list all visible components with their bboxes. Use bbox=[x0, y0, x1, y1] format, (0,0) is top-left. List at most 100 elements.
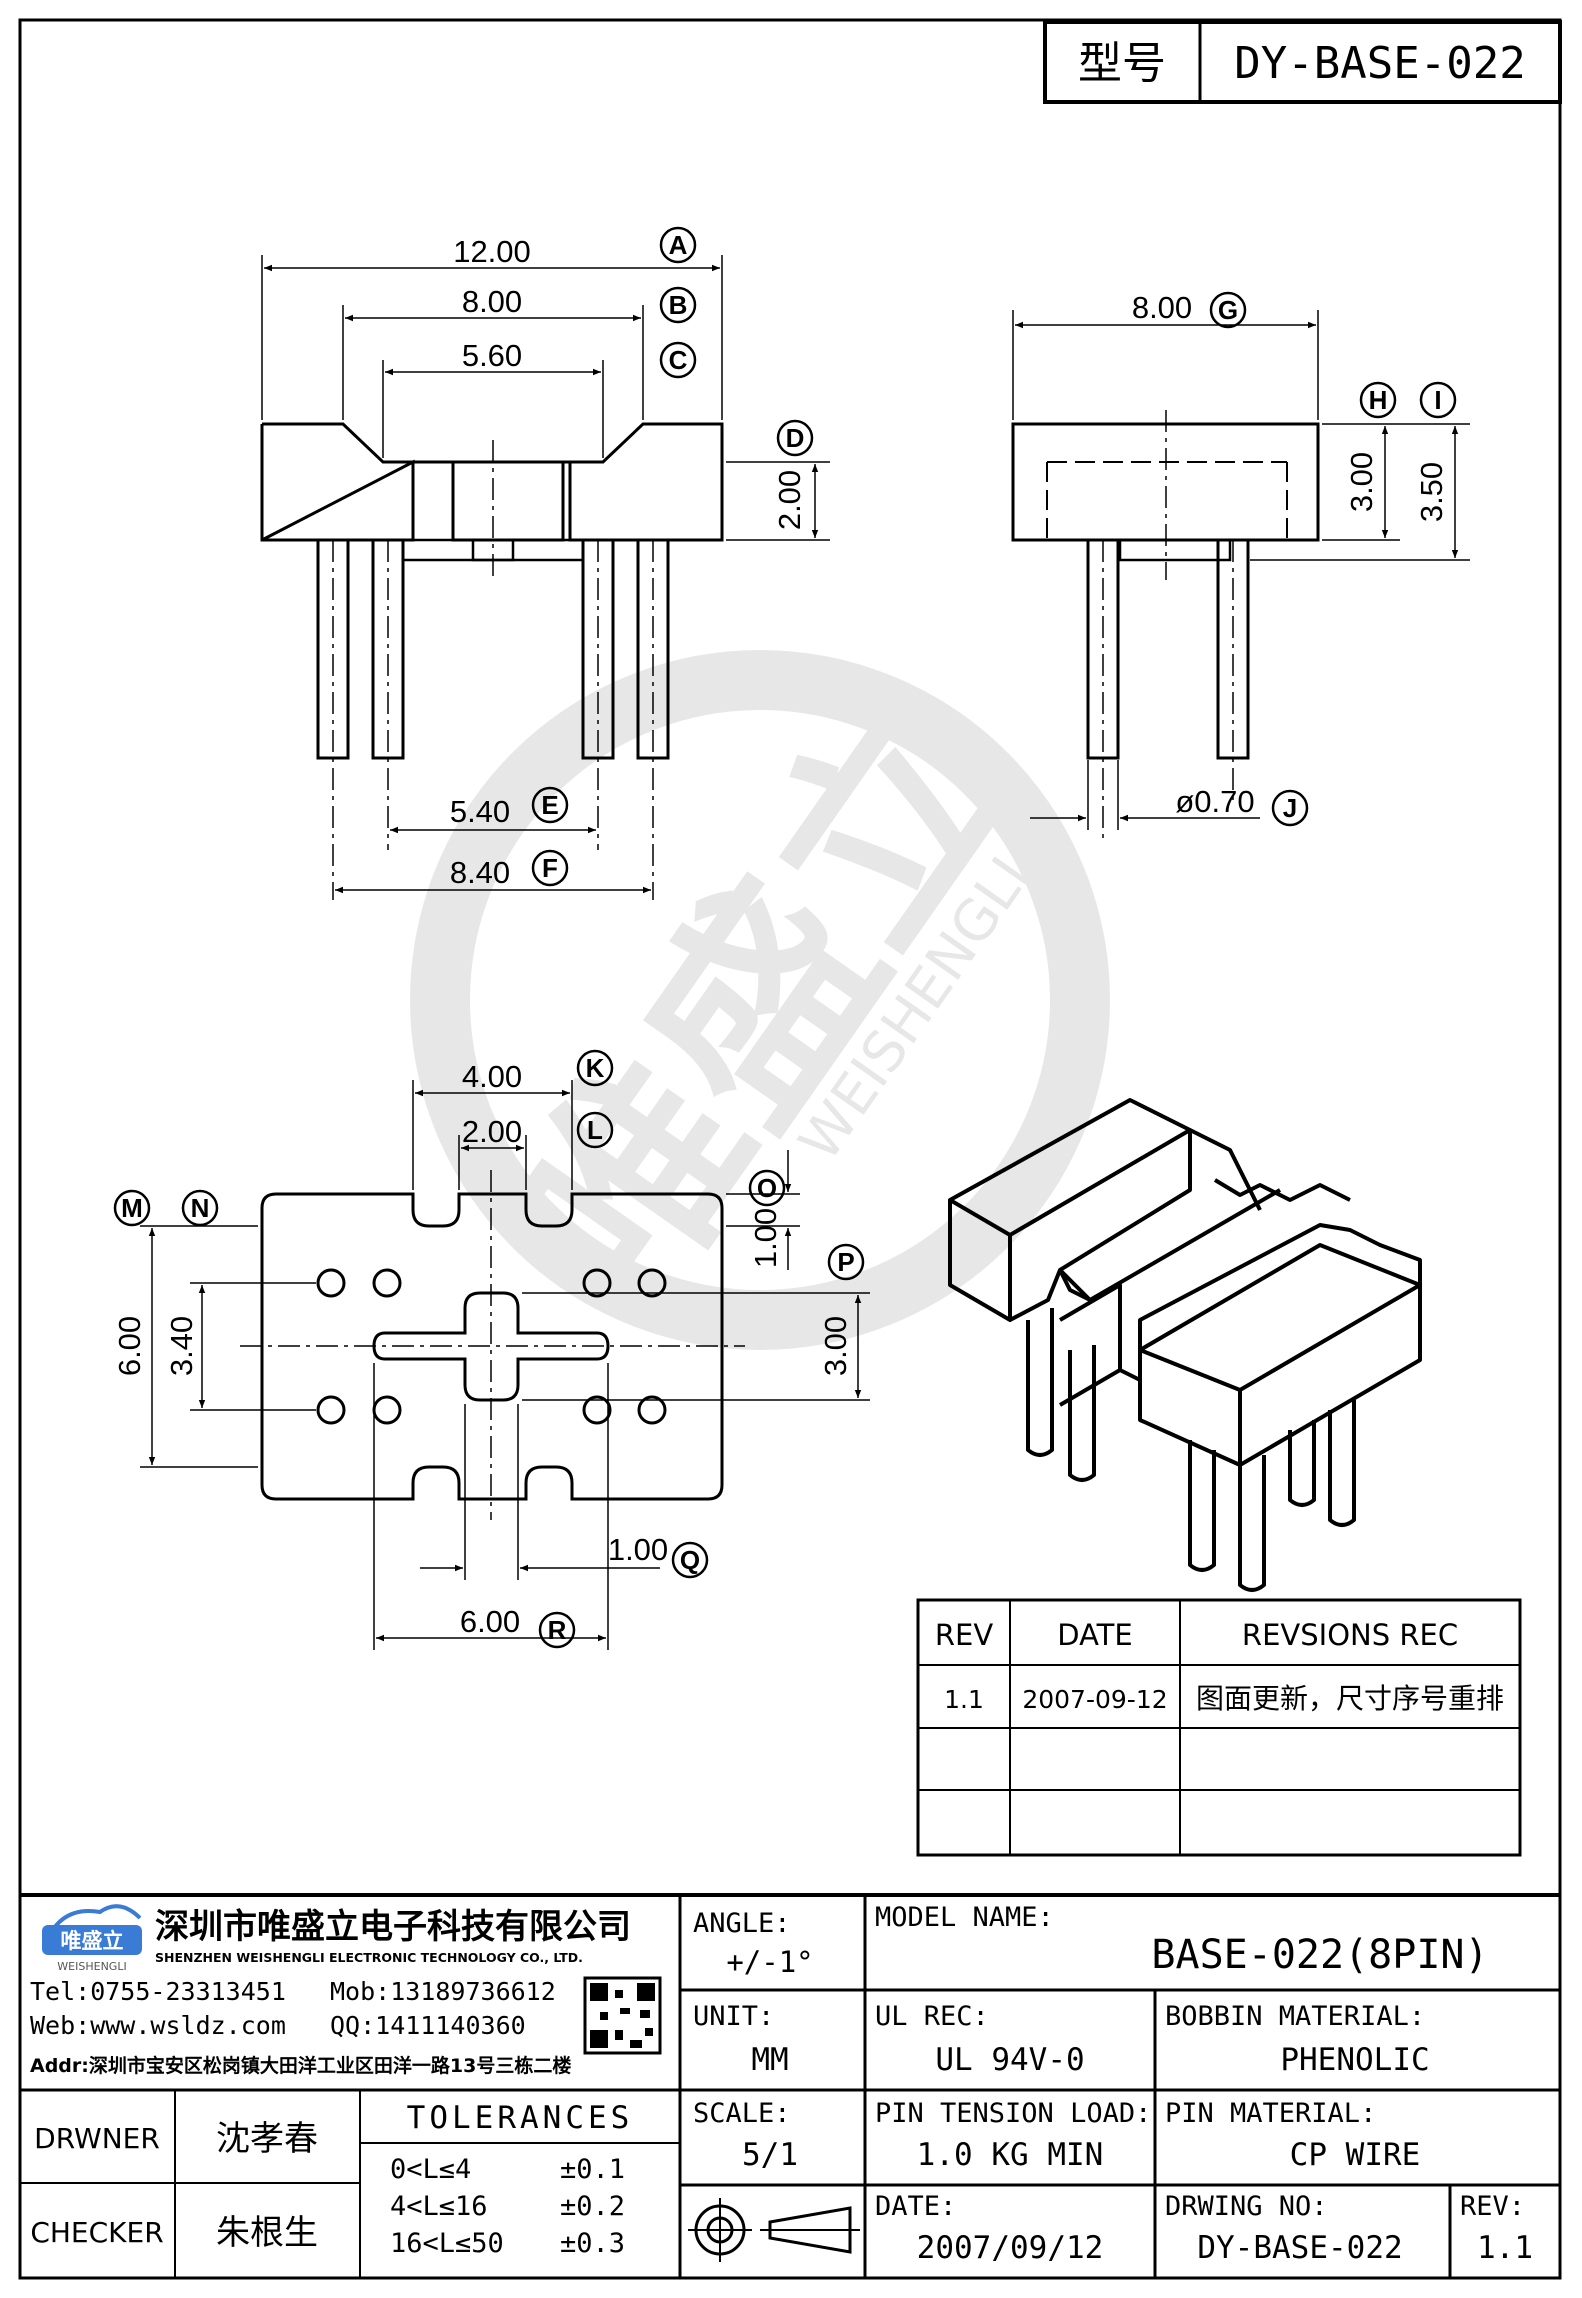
tension-label: PIN TENSION LOAD: bbox=[875, 2098, 1151, 2129]
tol-value-2: ±0.2 bbox=[560, 2191, 625, 2222]
model-number: DY-BASE-022 bbox=[1234, 38, 1525, 89]
dim-l: 2.00 bbox=[462, 1114, 522, 1149]
projection-symbol-icon bbox=[688, 2198, 860, 2262]
side-view-hidden bbox=[1046, 461, 1288, 540]
drwing-no-value: DY-BASE-022 bbox=[1197, 2230, 1402, 2266]
callout-q: Q bbox=[680, 1545, 700, 1575]
checker-label: CHECKER bbox=[30, 2216, 163, 2249]
callout-h: H bbox=[1369, 385, 1388, 415]
callout-k: K bbox=[586, 1053, 605, 1083]
side-view bbox=[1011, 422, 1320, 760]
tol-range-3: 16<L≤50 bbox=[390, 2228, 504, 2259]
callout-b: B bbox=[669, 290, 688, 320]
dim-j: ø0.70 bbox=[1175, 784, 1254, 819]
front-view-dimensions bbox=[261, 255, 830, 894]
callout-d: D bbox=[786, 423, 805, 453]
model-name-label: MODEL NAME: bbox=[875, 1902, 1054, 1933]
company-logo: 唯盛立 WEISHENGLI bbox=[42, 1904, 142, 1973]
dim-b: 8.00 bbox=[462, 284, 522, 319]
bottom-view-dim-text: 4.00 2.00 6.00 3.40 1.00 3.00 1.00 6.00 bbox=[112, 1059, 853, 1639]
front-view-dim-text: 12.00 8.00 5.60 2.00 5.40 8.40 bbox=[450, 234, 807, 890]
company-tel: Tel:0755-23313451 bbox=[30, 1977, 286, 2006]
bottom-view-callout-letters: K L M N O P Q R bbox=[121, 1053, 855, 1645]
revision-table bbox=[916, 1598, 1522, 1857]
date-value: 2007/09/12 bbox=[917, 2230, 1104, 2266]
rev-header-date: DATE bbox=[1057, 1618, 1132, 1652]
bottom-view-dimensions bbox=[140, 1080, 870, 1650]
company-name-en: SHENZHEN WEISHENGLI ELECTRONIC TECHNOLOG… bbox=[155, 1950, 583, 1965]
callout-g: G bbox=[1218, 295, 1238, 325]
revision-table-text: REV DATE REVSIONS REC 1.1 2007-09-12 图面更… bbox=[935, 1618, 1504, 1715]
bobbin-value: PHENOLIC bbox=[1280, 2042, 1429, 2078]
ul-label: UL REC: bbox=[875, 2001, 989, 2032]
qr-code-icon bbox=[583, 1976, 662, 2055]
side-view-callout-letters: G H I J bbox=[1218, 295, 1442, 823]
tol-value-3: ±0.3 bbox=[560, 2228, 625, 2259]
tol-range-2: 4<L≤16 bbox=[390, 2191, 488, 2222]
angle-value: +/-1° bbox=[726, 1945, 813, 1979]
dim-m: 6.00 bbox=[112, 1316, 147, 1376]
side-view-centerlines bbox=[1102, 410, 1234, 840]
callout-o: O bbox=[757, 1173, 777, 1203]
drawer-label: DRWNER bbox=[34, 2122, 160, 2155]
company-name-cn: 深圳市唯盛立电子科技有限公司 bbox=[155, 1907, 631, 1947]
rev-header-rec: REVSIONS REC bbox=[1242, 1618, 1458, 1652]
callout-c: C bbox=[669, 345, 688, 375]
front-view-callouts bbox=[531, 226, 814, 887]
title-block-text: ANGLE: +/-1° MODEL NAME: BASE-022(8PIN) … bbox=[30, 1902, 1533, 2266]
dim-r: 6.00 bbox=[460, 1604, 520, 1639]
front-view-centerlines bbox=[332, 440, 654, 900]
dim-k: 4.00 bbox=[462, 1059, 522, 1094]
title-block-grid bbox=[20, 1893, 1560, 2278]
tol-range-1: 0<L≤4 bbox=[390, 2154, 471, 2185]
company-mob: Mob:13189736612 bbox=[330, 1977, 556, 2006]
bottom-view bbox=[260, 1192, 724, 1501]
callout-l: L bbox=[587, 1115, 603, 1145]
callout-r: R bbox=[548, 1615, 567, 1645]
callout-m: M bbox=[121, 1193, 143, 1223]
dim-g: 8.00 bbox=[1132, 290, 1192, 325]
top-title-box: 型号 DY-BASE-022 bbox=[1043, 20, 1562, 104]
company-address: Addr:深圳市宝安区松岗镇大田洋工业区田洋一路13号三栋二楼 bbox=[30, 2054, 571, 2077]
unit-label: UNIT: bbox=[693, 2001, 774, 2032]
side-view-dimensions bbox=[1012, 310, 1470, 830]
dim-p: 3.00 bbox=[818, 1316, 853, 1376]
dim-h: 3.00 bbox=[1344, 452, 1379, 512]
pin-material-label: PIN MATERIAL: bbox=[1165, 2098, 1376, 2129]
model-label: 型号 bbox=[1078, 38, 1166, 89]
side-view-dim-text: 8.00 3.00 3.50 ø0.70 bbox=[1132, 290, 1449, 819]
logo-sub: WEISHENGLI bbox=[57, 1960, 126, 1973]
dim-a: 12.00 bbox=[453, 234, 531, 269]
scale-value: 5/1 bbox=[742, 2137, 798, 2173]
date-label: DATE: bbox=[875, 2191, 956, 2222]
tolerances-label: TOLERANCES bbox=[407, 2100, 634, 2136]
rev-label: REV: bbox=[1460, 2191, 1525, 2222]
rev-value: 1.1 bbox=[1477, 2230, 1533, 2266]
logo-text: 唯盛立 bbox=[61, 1929, 124, 1953]
dim-c: 5.60 bbox=[462, 338, 522, 373]
dim-f: 8.40 bbox=[450, 855, 510, 890]
callout-p: P bbox=[837, 1247, 854, 1277]
bottom-view-callouts bbox=[113, 1049, 865, 1649]
dim-o: 1.00 bbox=[748, 1208, 783, 1268]
callout-a: A bbox=[669, 230, 688, 260]
rev-row-rec: 图面更新，尺寸序号重排 bbox=[1196, 1682, 1504, 1715]
company-block: 唯盛立 WEISHENGLI 深圳市唯盛立电子科技有限公司 SHENZHEN W… bbox=[30, 1904, 662, 2077]
dim-d: 2.00 bbox=[772, 470, 807, 530]
unit-value: MM bbox=[751, 2042, 788, 2078]
tol-value-1: ±0.1 bbox=[560, 2154, 625, 2185]
dim-n: 3.40 bbox=[164, 1316, 199, 1376]
bobbin-label: BOBBIN MATERIAL: bbox=[1165, 2001, 1425, 2032]
dim-q: 1.00 bbox=[608, 1532, 668, 1567]
angle-label: ANGLE: bbox=[693, 1908, 791, 1939]
sheet-border bbox=[18, 18, 1562, 2280]
tension-value: 1.0 KG MIN bbox=[917, 2137, 1104, 2173]
company-qq: QQ:1411140360 bbox=[330, 2011, 526, 2040]
dim-i: 3.50 bbox=[1414, 462, 1449, 522]
side-view-callouts bbox=[1209, 291, 1457, 827]
callout-i: I bbox=[1434, 385, 1441, 415]
company-web: Web:www.wsldz.com bbox=[30, 2011, 286, 2040]
callout-n: N bbox=[191, 1193, 210, 1223]
drwing-no-label: DRWING NO: bbox=[1165, 2191, 1328, 2222]
